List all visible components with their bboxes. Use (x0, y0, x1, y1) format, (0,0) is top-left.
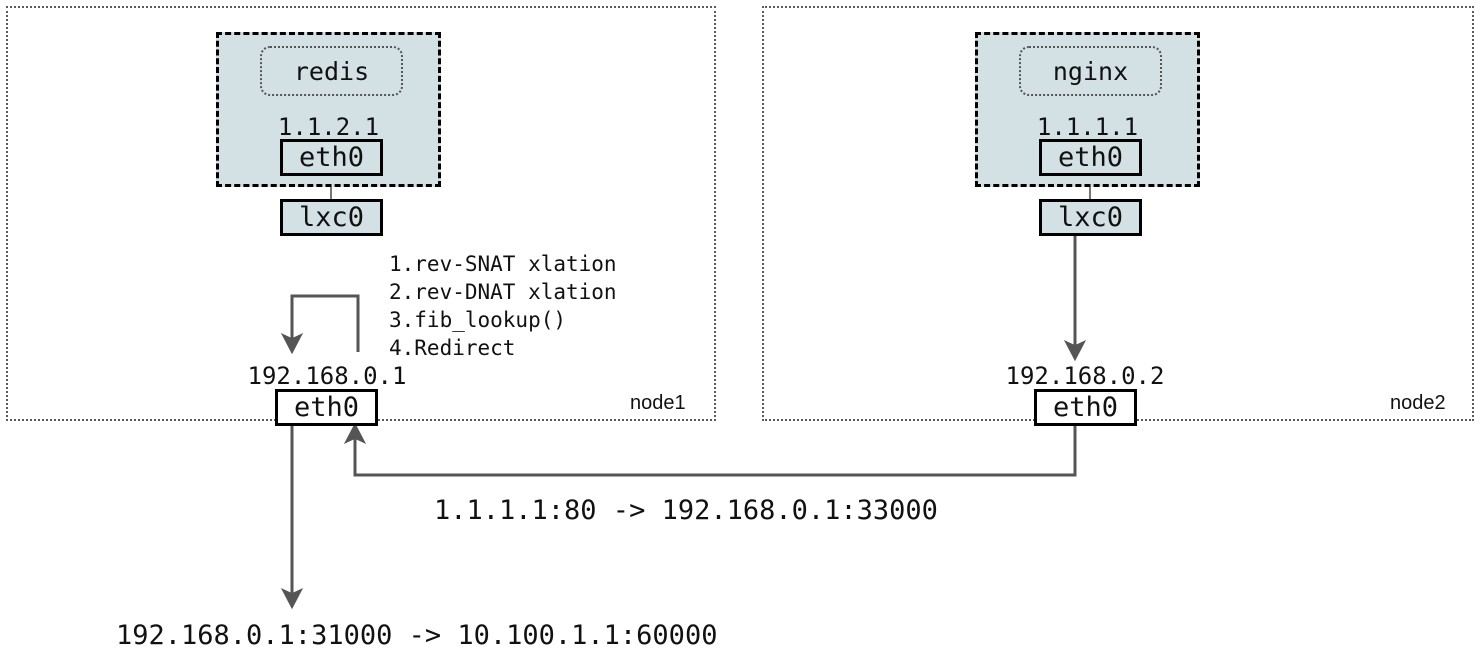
flow-label-egress: 192.168.0.1:31000 -> 10.100.1.1:60000 (116, 620, 718, 649)
ip-label-node2-container: 1.1.1.1 (1036, 113, 1139, 141)
flow-label-return: 1.1.1.1:80 -> 192.168.0.1:33000 (434, 495, 938, 526)
iface-box-node1-host-eth0: eth0 (275, 389, 378, 426)
arrow-return-flow-node2-to-node1 (343, 422, 1077, 477)
process-box-redis: redis (260, 46, 403, 96)
iface-box-node1-container-eth0: eth0 (280, 139, 383, 176)
iface-label-node2-container-eth0: eth0 (1057, 142, 1124, 173)
iface-label-node1-host-eth0: eth0 (293, 392, 360, 423)
ip-label-node2-host: 192.168.0.2 (1005, 362, 1165, 390)
iface-label-node2-lxc0: lxc0 (1057, 202, 1124, 233)
process-label-nginx: nginx (1052, 56, 1129, 86)
iface-label-node1-lxc0: lxc0 (298, 202, 365, 233)
node-label-node2: node2 (1390, 392, 1446, 414)
steps-list: 1.rev-SNAT xlation 2.rev-DNAT xlation 3.… (389, 252, 617, 360)
iface-box-node2-host-eth0: eth0 (1034, 389, 1137, 426)
iface-box-node1-lxc0: lxc0 (280, 199, 383, 236)
iface-label-node2-host-eth0: eth0 (1052, 392, 1119, 423)
process-box-nginx: nginx (1019, 46, 1162, 96)
ip-label-node1-container: 1.1.2.1 (277, 113, 380, 141)
iface-box-node2-lxc0: lxc0 (1039, 199, 1142, 236)
process-label-redis: redis (293, 56, 370, 86)
ip-label-node1-host: 192.168.0.1 (247, 362, 407, 390)
node-label-node1: node1 (630, 392, 686, 414)
iface-box-node2-container-eth0: eth0 (1039, 139, 1142, 176)
iface-label-node1-container-eth0: eth0 (298, 142, 365, 173)
